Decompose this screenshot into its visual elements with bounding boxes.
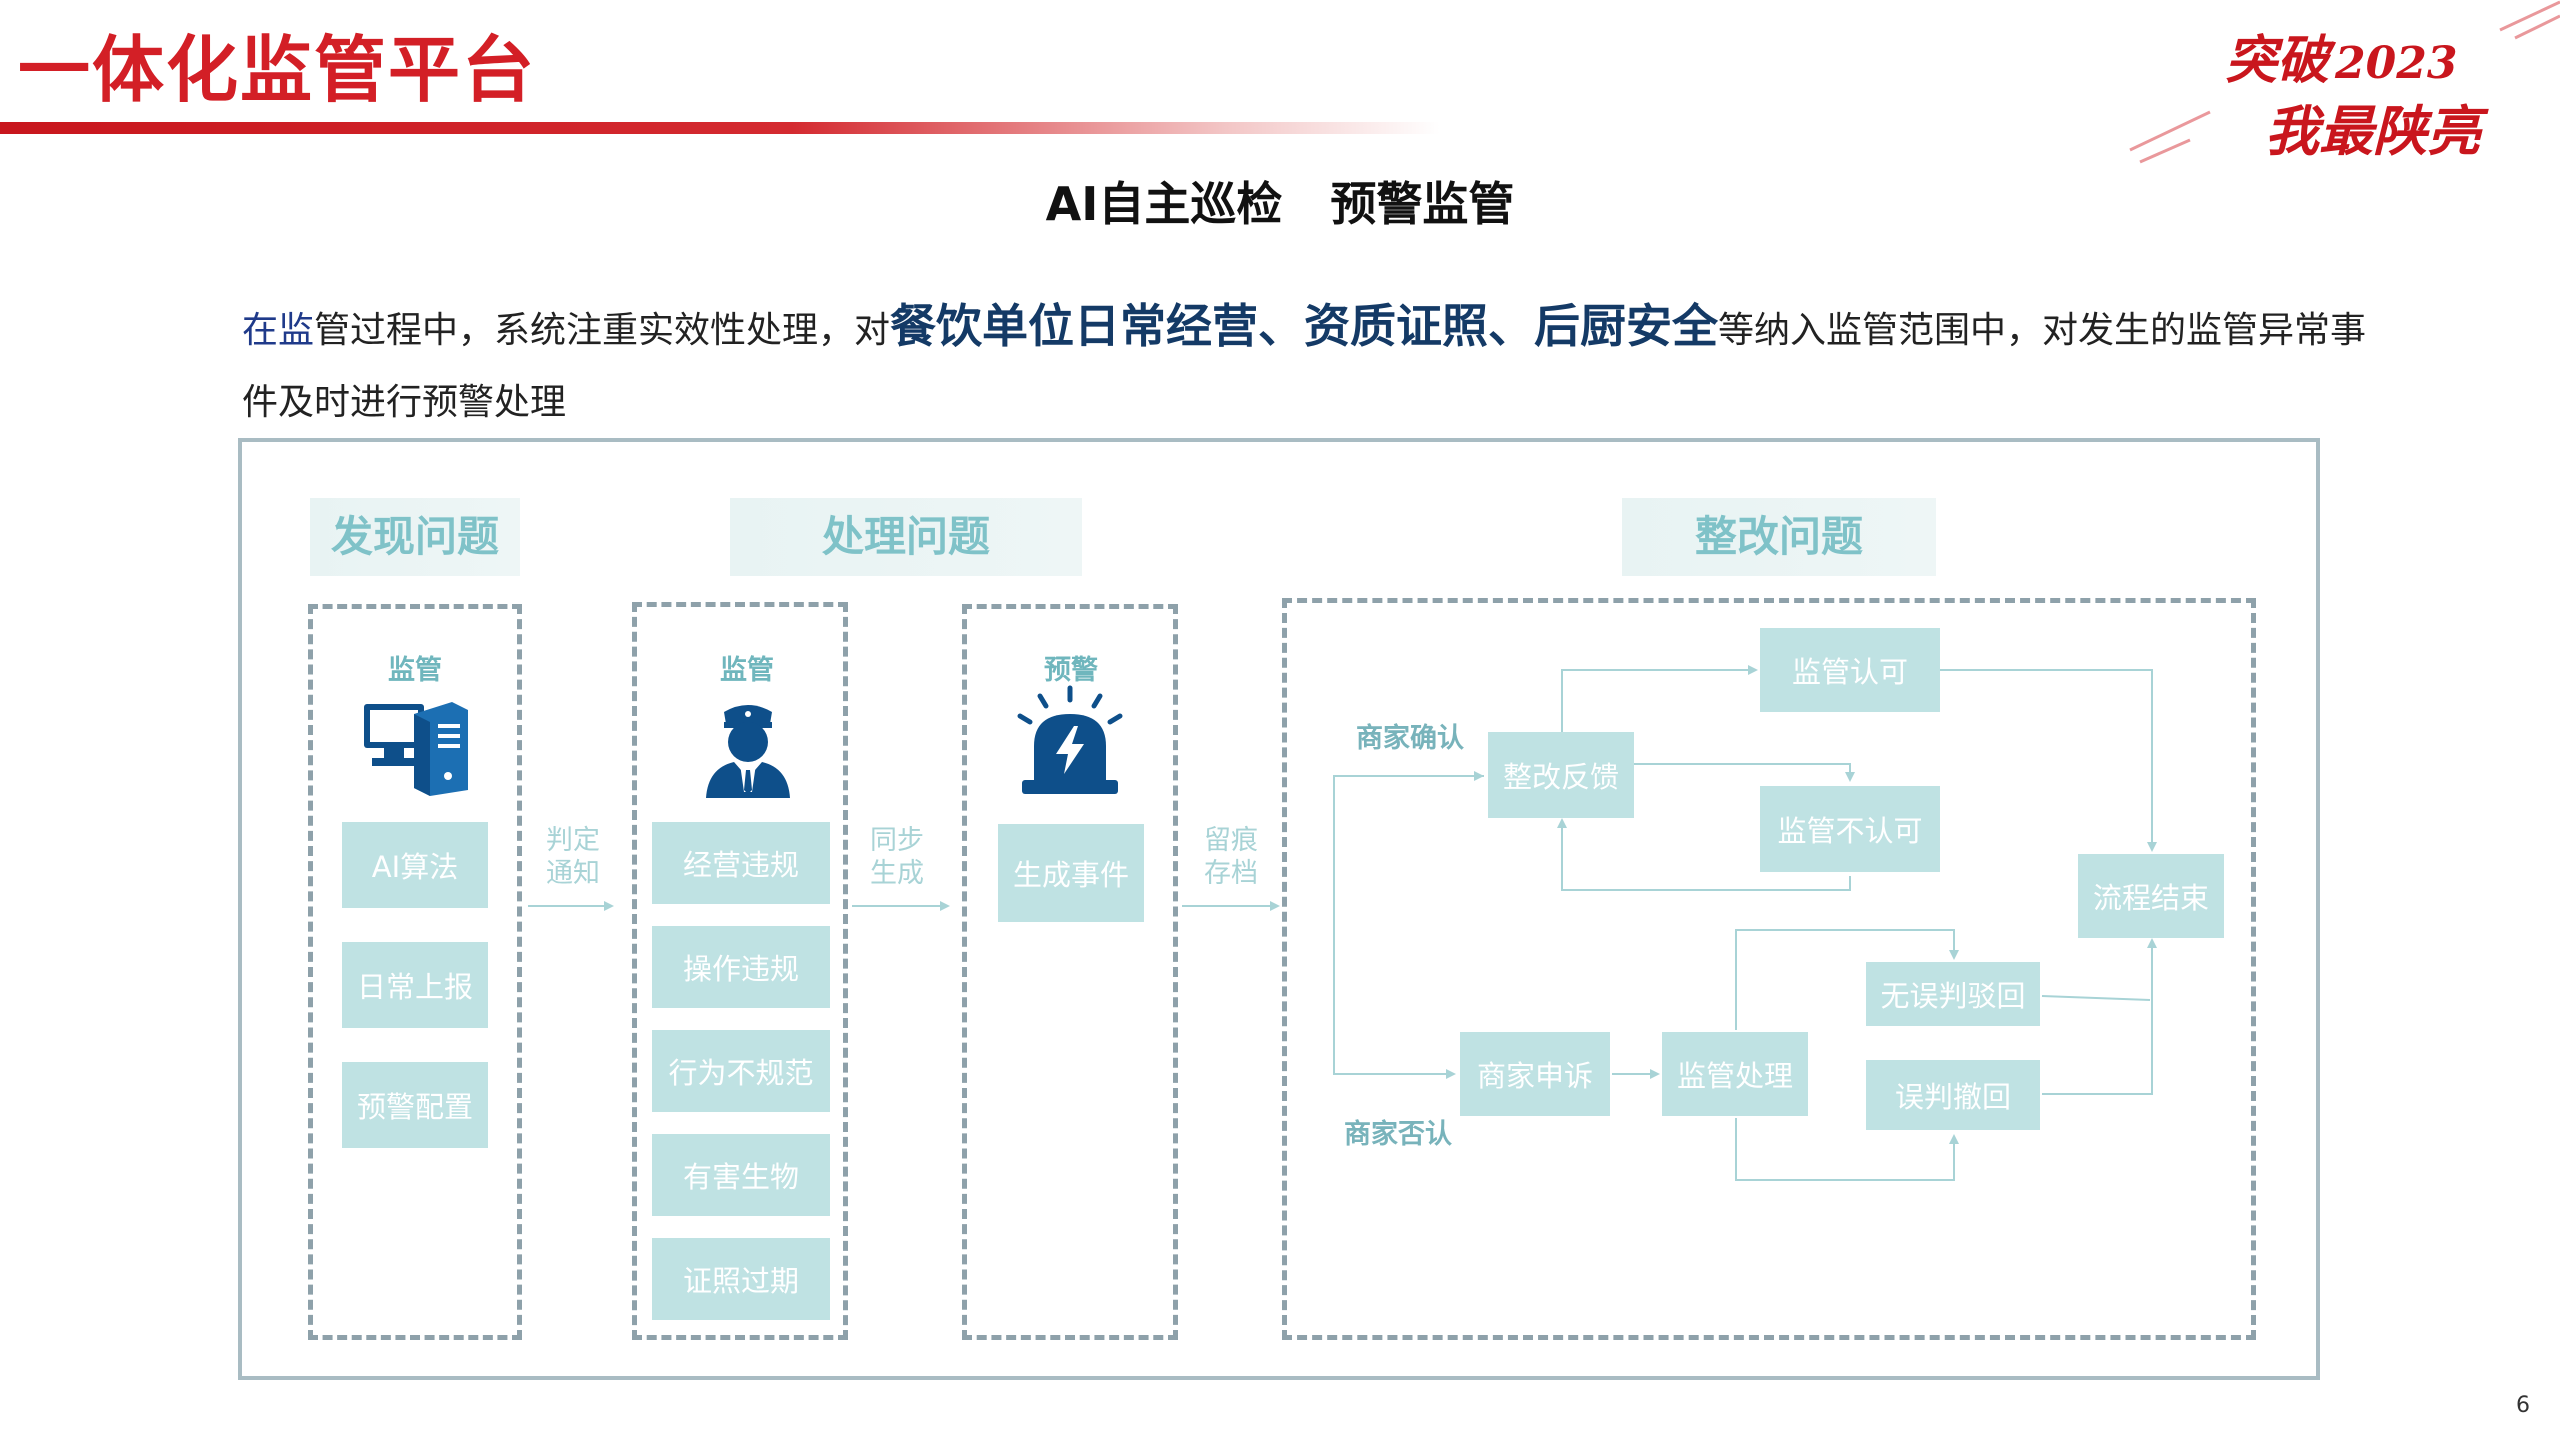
discover-item: AI算法 <box>342 822 488 908</box>
merchant-appeal-box: 商家申诉 <box>1460 1032 1610 1116</box>
connector-text: 同步 <box>870 825 924 856</box>
process-end-box: 流程结束 <box>2078 854 2224 938</box>
error-revoke-box: 误判撤回 <box>1866 1060 2040 1130</box>
discover-item: 预警配置 <box>342 1062 488 1148</box>
intro-text-2: 等纳入监管范围中，对发生的监管异常事件及时进行预警处理 <box>242 310 2367 423</box>
connector-text: 留痕 <box>1204 825 1258 856</box>
intro-lead: 在监 <box>242 310 315 351</box>
no-error-reject-box: 无误判驳回 <box>1866 962 2040 1026</box>
connector-label-sync: 同步生成 <box>862 824 932 890</box>
computer-icon <box>364 702 468 796</box>
svg-text:我最陕亮: 我最陕亮 <box>2265 99 2489 163</box>
connector-text: 存档 <box>1204 858 1258 889</box>
generate-event-box: 生成事件 <box>998 824 1144 922</box>
connector-label-archive: 留痕存档 <box>1196 824 1266 890</box>
title-underline <box>0 122 1440 134</box>
svg-text:突破: 突破 <box>2225 30 2337 91</box>
rectify-feedback-box: 整改反馈 <box>1488 732 1634 818</box>
rectify-column <box>1282 598 2256 1340</box>
supervise-handle-box: 监管处理 <box>1662 1032 1808 1116</box>
flow-diagram-frame <box>238 438 2320 1380</box>
section-header-handle: 处理问题 <box>730 498 1082 576</box>
alarm-light-icon <box>1017 685 1123 794</box>
handle-item: 有害生物 <box>652 1134 830 1216</box>
handle-item: 行为不规范 <box>652 1030 830 1112</box>
section-header-rectify: 整改问题 <box>1622 498 1936 576</box>
handle-column <box>632 602 848 1340</box>
not-approved-box: 监管不认可 <box>1760 786 1940 872</box>
handle-item: 操作违规 <box>652 926 830 1008</box>
intro-paragraph: 在监管过程中，系统注重实效性处理，对餐饮单位日常经营、资质证照、后厨安全等纳入监… <box>242 290 2382 439</box>
discover-item: 日常上报 <box>342 942 488 1028</box>
page-number: 6 <box>2516 1393 2530 1418</box>
police-officer-icon <box>706 705 790 798</box>
approved-box: 监管认可 <box>1760 628 1940 712</box>
connector-text: 判定 <box>546 825 600 856</box>
merchant-confirm-label: 商家确认 <box>1356 723 1464 754</box>
handle-item: 经营违规 <box>652 822 830 904</box>
warning-label: 预警 <box>1044 655 1098 686</box>
discover-column <box>308 604 522 1340</box>
svg-text:2023: 2023 <box>2334 38 2457 89</box>
slogan-logo: 突破 2023 我最陕亮 <box>2129 0 2560 164</box>
handle-label: 监管 <box>720 655 774 686</box>
warning-column <box>962 604 1178 1340</box>
intro-text-1: 管过程中，系统注重实效性处理，对 <box>314 310 891 351</box>
handle-item: 证照过期 <box>652 1238 830 1320</box>
connector-label-notify: 判定通知 <box>538 824 608 890</box>
merchant-deny-label: 商家否认 <box>1344 1119 1452 1150</box>
discover-label: 监管 <box>388 655 442 686</box>
connector-text: 生成 <box>870 858 924 889</box>
connector-text: 通知 <box>546 858 600 889</box>
intro-highlight: 餐饮单位日常经营、资质证照、后厨安全 <box>890 299 1719 353</box>
section-subtitle: AI自主巡检 预警监管 <box>1045 177 1515 231</box>
page-title: 一体化监管平台 <box>18 28 537 112</box>
section-header-discover: 发现问题 <box>310 498 520 576</box>
